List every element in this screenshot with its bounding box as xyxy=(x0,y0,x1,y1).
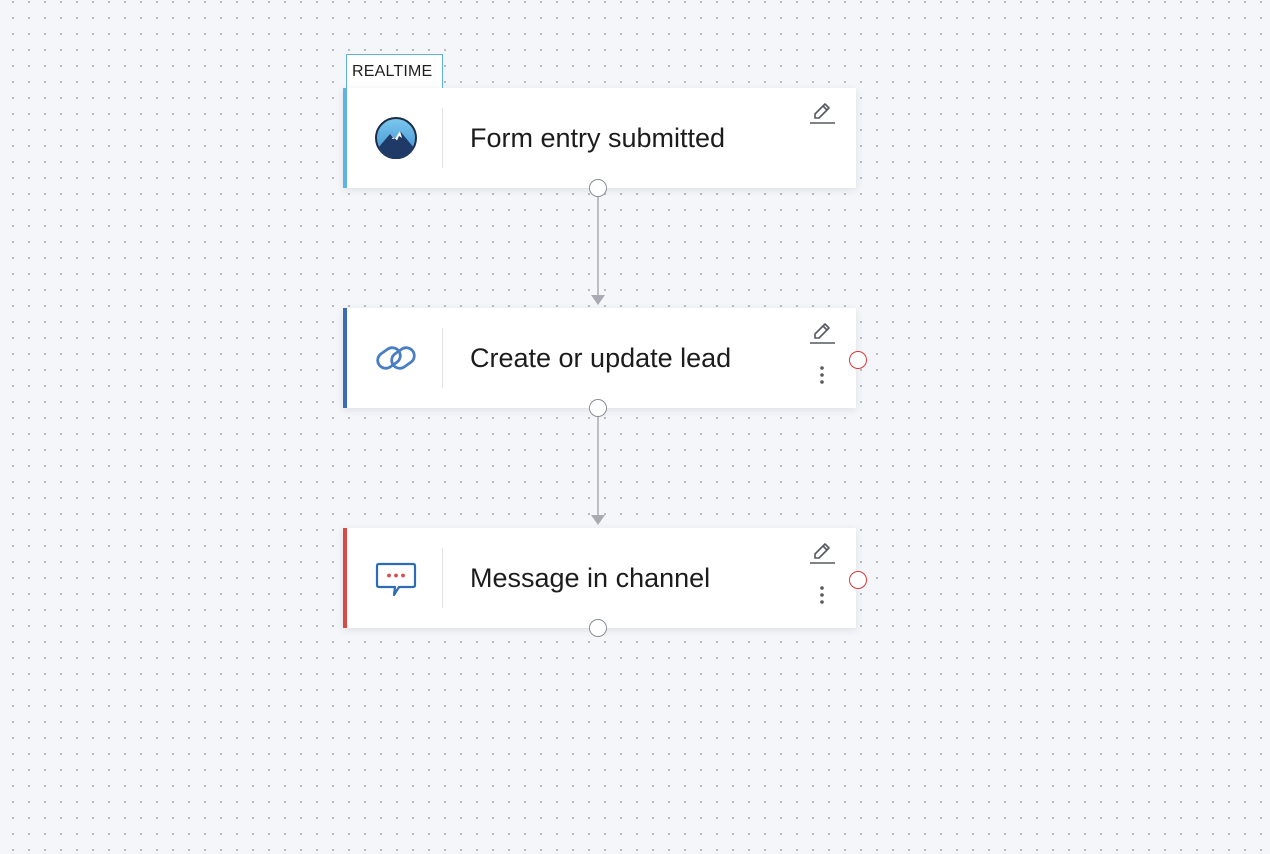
connector-arrow-1 xyxy=(591,295,605,305)
connector-arrow-2 xyxy=(591,515,605,525)
error-port[interactable] xyxy=(849,351,867,369)
flow-node-form-entry[interactable]: Form entry submitted xyxy=(343,88,856,188)
more-vertical-icon[interactable] xyxy=(813,364,831,388)
error-port[interactable] xyxy=(849,571,867,589)
more-vertical-icon[interactable] xyxy=(813,584,831,608)
edit-pencil-icon[interactable] xyxy=(808,320,836,346)
node-title: Form entry submitted xyxy=(470,123,726,153)
flow-node-create-lead[interactable]: Create or update lead xyxy=(343,308,856,408)
chat-bubble-icon xyxy=(375,562,417,597)
edit-pencil-icon[interactable] xyxy=(808,100,836,126)
edit-pencil-icon[interactable] xyxy=(808,540,836,566)
flow-node-message-channel[interactable]: Message in channel xyxy=(343,528,856,628)
output-port[interactable] xyxy=(589,179,607,197)
realtime-trigger-tag: REALTIME xyxy=(346,54,443,88)
link-chain-icon xyxy=(376,346,416,370)
node-title: Create or update lead xyxy=(470,343,732,373)
node-divider xyxy=(442,328,443,388)
node-title: Message in channel xyxy=(470,563,711,593)
output-port[interactable] xyxy=(589,619,607,637)
node-accent-bar xyxy=(343,308,347,408)
node-accent-bar xyxy=(343,528,347,628)
node-divider xyxy=(442,108,443,168)
node-accent-bar xyxy=(343,88,347,188)
output-port[interactable] xyxy=(589,399,607,417)
node-divider xyxy=(442,548,443,608)
mountain-app-icon xyxy=(375,117,417,159)
